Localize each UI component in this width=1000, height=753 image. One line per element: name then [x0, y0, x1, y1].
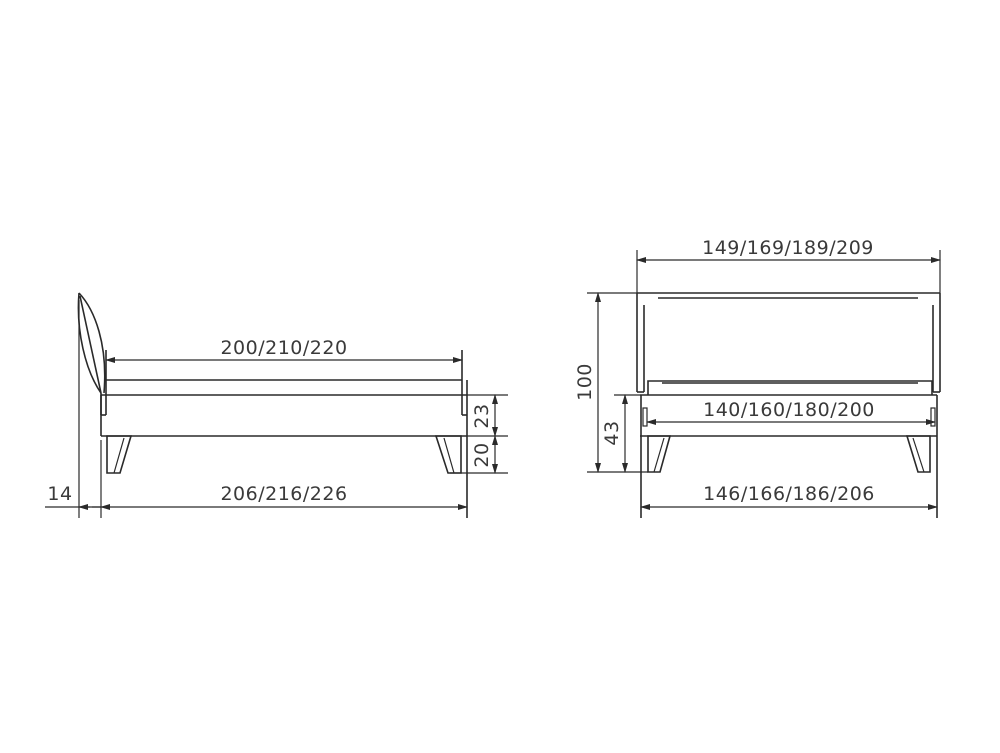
headboard-width-label: 149/169/189/209 — [702, 237, 874, 259]
frame-height-label: 23 — [471, 403, 493, 428]
dimension-mattress-width: 140/160/180/200 — [646, 399, 936, 425]
total-height-label: 100 — [574, 363, 596, 401]
mattress-width-label: 140/160/180/200 — [703, 399, 875, 421]
headboard-offset-label: 14 — [47, 483, 72, 505]
leg-right-side — [434, 435, 462, 474]
overall-width-label: 146/166/186/206 — [703, 483, 875, 505]
frame-front — [640, 394, 938, 518]
frame-top-height-label: 43 — [601, 420, 623, 445]
dimension-overall-width: 146/166/186/206 — [640, 483, 938, 510]
side-view: 200/210/220 206/216/226 14 23 20 — [45, 292, 508, 518]
dimension-headboard-width: 149/169/189/209 — [636, 237, 941, 293]
mattress-length-label: 200/210/220 — [220, 337, 347, 359]
overall-length-label: 206/216/226 — [220, 483, 347, 505]
headboard-front — [636, 292, 941, 393]
leg-left-front — [647, 435, 672, 473]
leg-right-front — [905, 435, 931, 473]
leg-height-label: 20 — [471, 442, 493, 467]
dimension-overall-length: 206/216/226 14 — [45, 300, 468, 518]
frame-side — [100, 350, 468, 518]
dimension-mattress-length: 200/210/220 — [105, 337, 463, 363]
headboard-side — [77, 292, 107, 416]
leg-left-side — [106, 435, 133, 474]
mattress-side — [101, 379, 467, 396]
front-view: 149/169/189/209 140/160/180/200 146/166/… — [574, 237, 941, 518]
mattress-front — [647, 380, 933, 395]
dimension-front-heights: 100 43 — [574, 292, 648, 473]
dimension-frame-heights: 23 20 — [450, 394, 508, 474]
